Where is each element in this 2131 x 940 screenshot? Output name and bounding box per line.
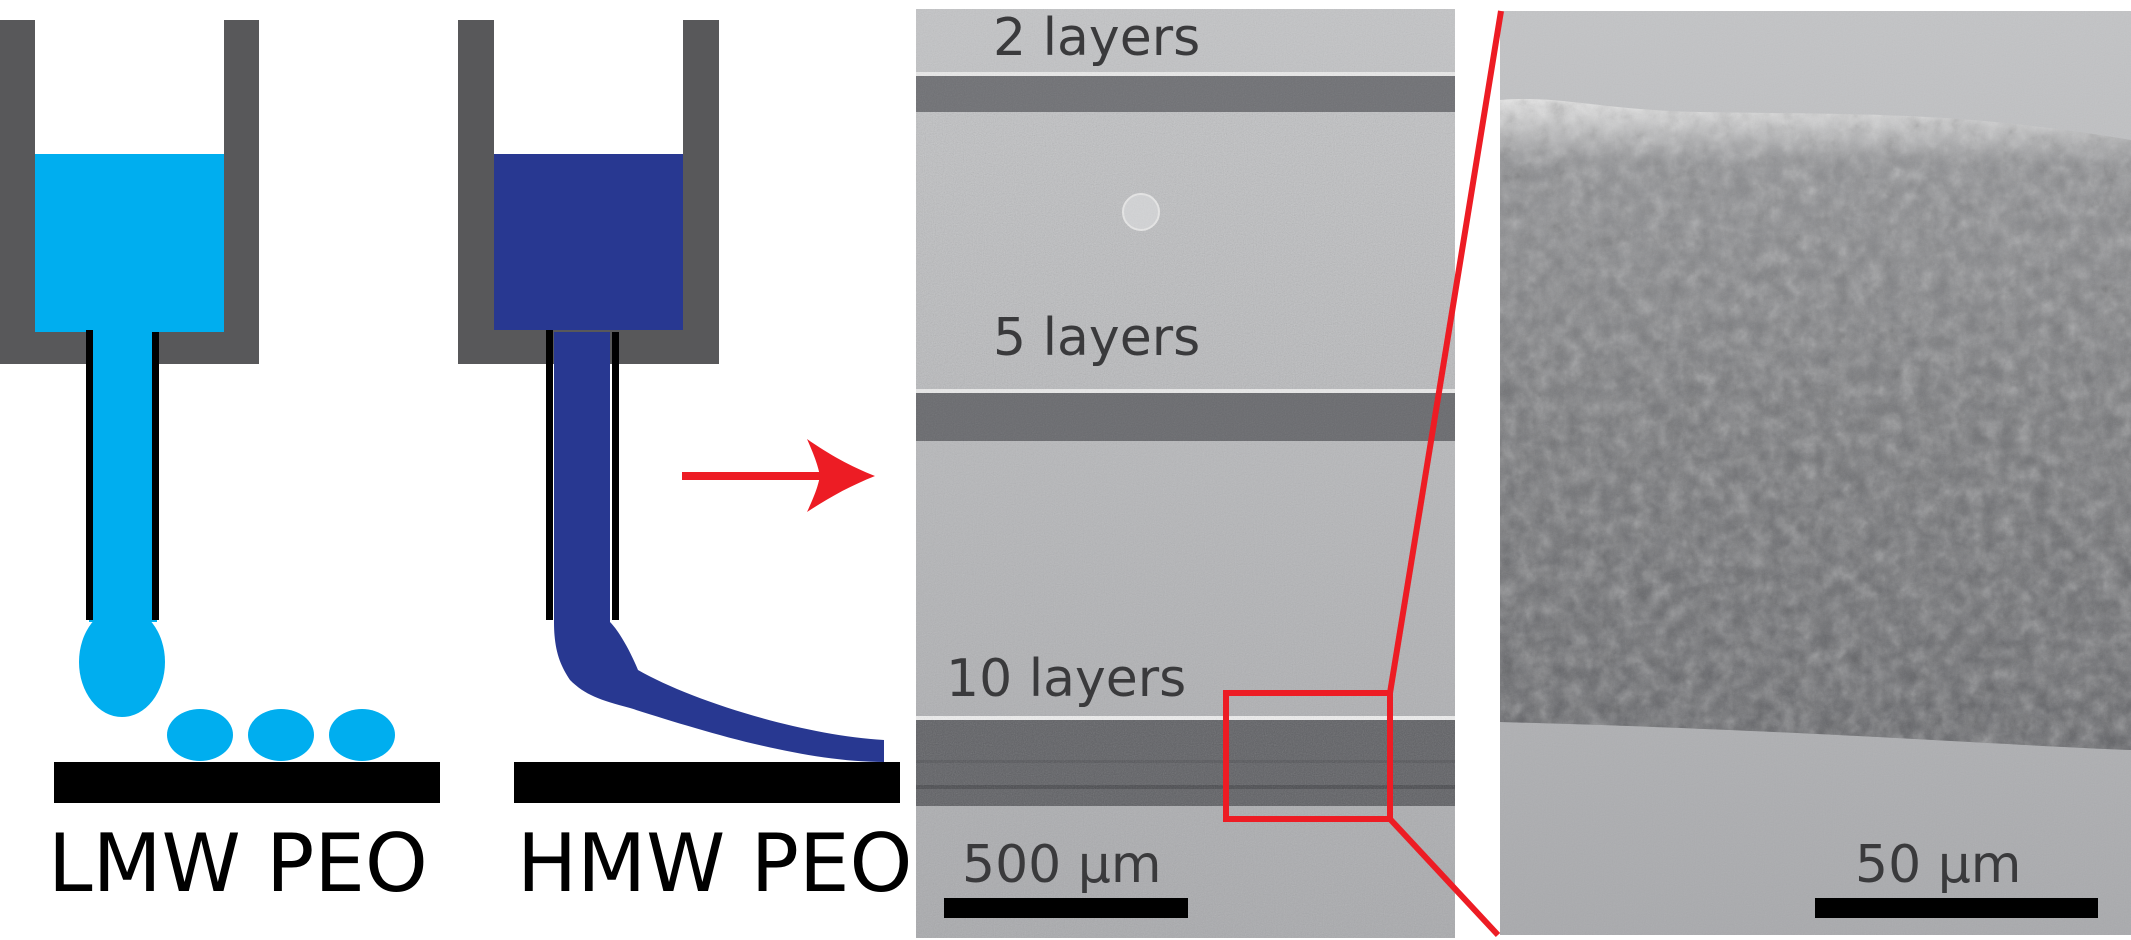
label-2-layers: 2 layers xyxy=(993,8,1200,68)
lmw-droplet xyxy=(167,709,233,761)
hmw-needle-wall-left xyxy=(546,330,553,620)
lmw-substrate xyxy=(54,762,440,803)
direction-arrow-icon xyxy=(682,439,875,512)
scale-bar-500um xyxy=(944,898,1188,918)
hmw-label: HMW PEO xyxy=(517,817,912,910)
hmw-substrate xyxy=(514,762,900,803)
hmw-needle-wall-right xyxy=(612,332,619,620)
lmw-syringe xyxy=(0,20,440,803)
lmw-needle-wall-left xyxy=(86,330,93,620)
zoom-indicator xyxy=(1223,10,1504,938)
sem-zoom-image: 50 µm xyxy=(1500,11,2131,935)
lmw-droplet xyxy=(329,709,395,761)
lmw-label: LMW PEO xyxy=(48,817,428,910)
label-5-layers: 5 layers xyxy=(993,308,1200,368)
hmw-fiber-jet xyxy=(554,332,884,762)
scale-bar-label-50um: 50 µm xyxy=(1855,835,2021,895)
lmw-needle-wall-right xyxy=(152,332,159,620)
label-10-layers: 10 layers xyxy=(946,649,1186,709)
hmw-syringe-body xyxy=(458,20,719,364)
zoom-connector-top xyxy=(1387,10,1504,694)
scale-bar-label-500um: 500 µm xyxy=(962,835,1162,895)
lmw-liquid xyxy=(34,154,224,334)
zoom-region-box xyxy=(1223,690,1393,822)
lmw-pendant-drop xyxy=(79,607,165,717)
scale-bar-50um xyxy=(1815,898,2098,918)
sem-overview-image: 2 layers 5 layers 10 layers 500 µm xyxy=(916,8,1455,938)
zoom-connector-bottom xyxy=(1387,816,1501,938)
hmw-liquid xyxy=(494,154,684,334)
lmw-syringe-body xyxy=(0,20,259,364)
lmw-droplet xyxy=(248,709,314,761)
lmw-needle-fluid xyxy=(89,330,157,622)
hmw-syringe xyxy=(458,20,900,803)
